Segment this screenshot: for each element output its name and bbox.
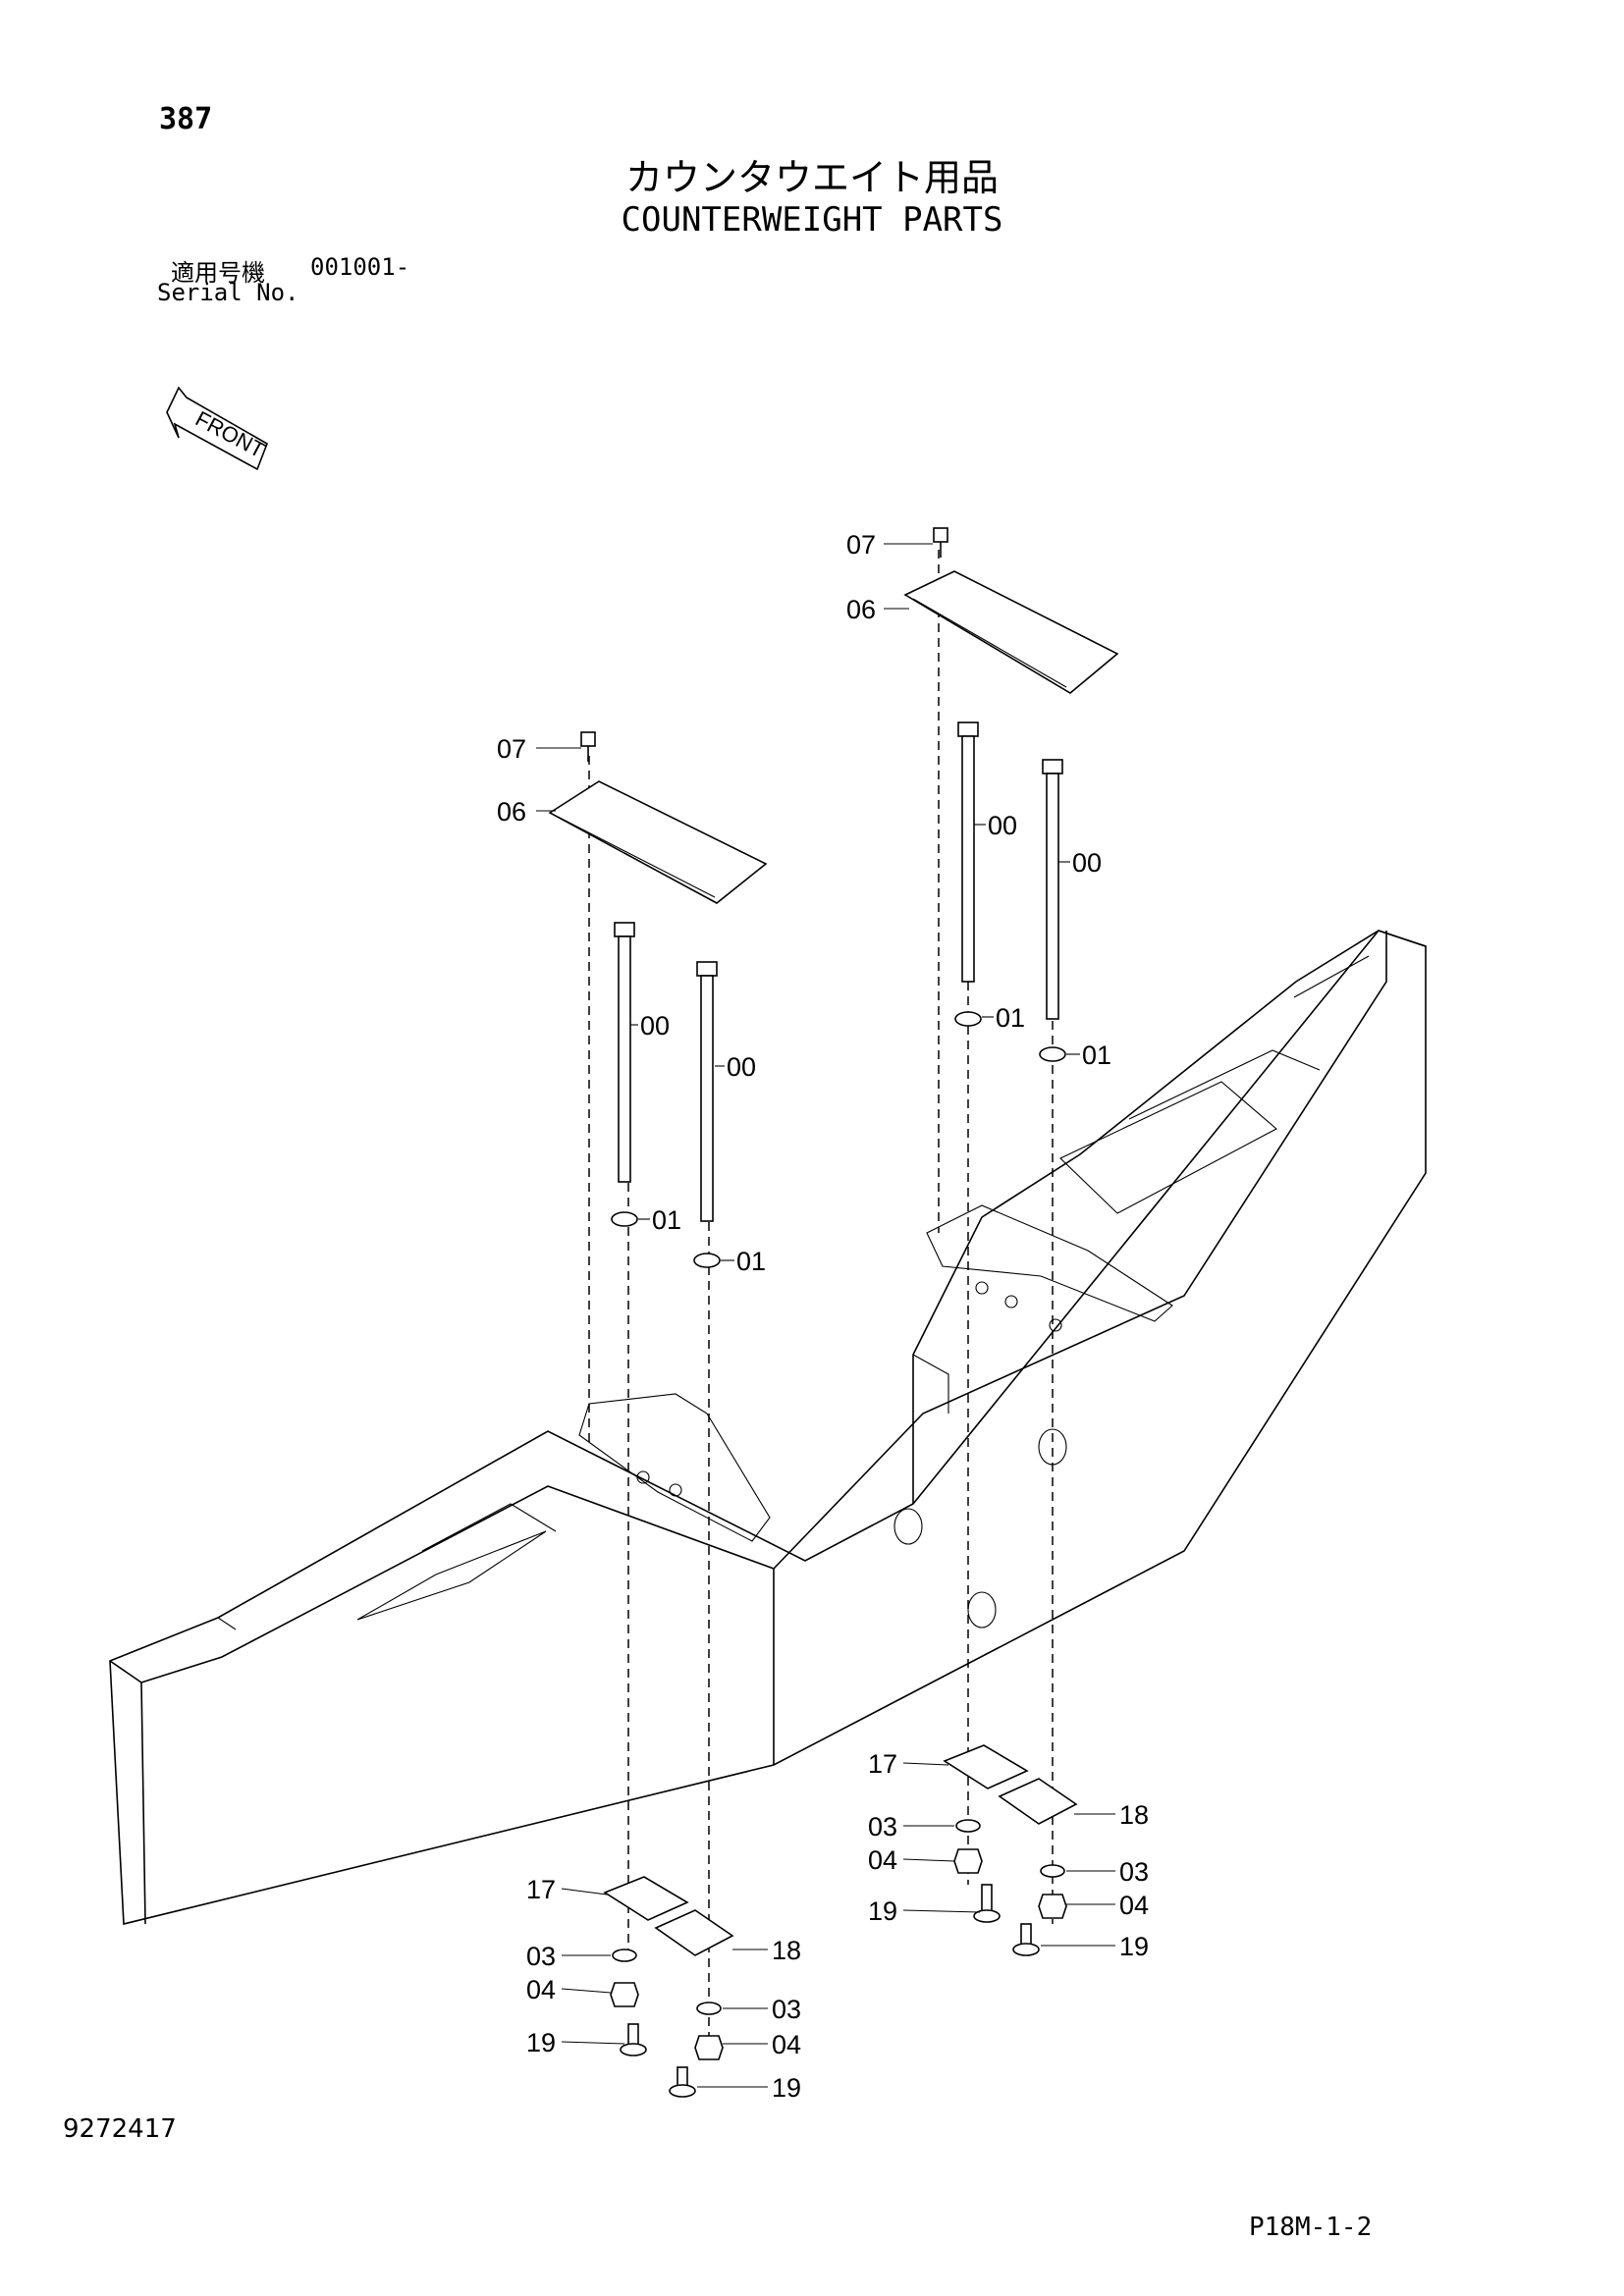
callout-00-b: 00: [727, 1052, 756, 1082]
callout-04-right-b: 04: [1119, 1891, 1149, 1920]
callout-19-left-a: 19: [526, 2028, 556, 2057]
callout-19-right-a: 19: [868, 1896, 897, 1926]
callout-03-left-a: 03: [526, 1942, 556, 1971]
callout-01-d: 01: [1082, 1041, 1111, 1070]
long-bolts: [614, 721, 1063, 1222]
callout-07-left: 07: [497, 734, 526, 764]
callout-01-c: 01: [996, 1003, 1025, 1033]
serial-label-english: Serial No.: [157, 279, 299, 306]
callout-04-left-a: 04: [526, 1975, 556, 2004]
washers-01: [611, 1011, 1066, 1268]
page-number: 387: [159, 102, 213, 136]
left-cover-plate: [548, 731, 768, 904]
front-arrow-icon: FRONT: [166, 386, 269, 471]
callout-00-d: 00: [1072, 848, 1102, 878]
callout-01-b: 01: [736, 1247, 766, 1276]
title-english: COUNTERWEIGHT PARTS: [621, 200, 1003, 240]
callout-19-right-b: 19: [1119, 1932, 1149, 1961]
callout-18-right: 18: [1119, 1800, 1149, 1830]
callout-01-a: 01: [652, 1205, 681, 1235]
callout-06-left: 06: [497, 797, 526, 827]
callout-19-left-b: 19: [772, 2073, 801, 2103]
right-cover-plate: [903, 527, 1119, 694]
serial-number-value: 001001-: [310, 253, 410, 281]
lower-left-hardware: [603, 1876, 734, 2098]
callout-03-right-a: 03: [868, 1812, 897, 1842]
callout-03-right-b: 03: [1119, 1857, 1149, 1887]
lower-right-hardware: [943, 1744, 1078, 1956]
callout-00-c: 00: [988, 811, 1017, 840]
title-japanese: カウンタウエイト用品: [624, 156, 999, 199]
callout-00-a: 00: [640, 1011, 670, 1041]
drawing-number: 9272417: [63, 2114, 177, 2144]
sheet-code: P18M-1-2: [1249, 2213, 1373, 2242]
callout-04-left-b: 04: [772, 2030, 801, 2059]
callout-17-left: 17: [526, 1875, 556, 1904]
callout-03-left-b: 03: [772, 1995, 801, 2024]
serial-label-japanese: 適用号機: [171, 259, 265, 287]
callout-04-right-a: 04: [868, 1845, 897, 1875]
callout-labels: 07 06 07 06 00 00 00 00 01 01 01 01 17 1…: [497, 530, 1149, 2103]
callout-17-right: 17: [868, 1749, 897, 1779]
assembly-centerlines: [588, 550, 1054, 2042]
callout-18-left: 18: [772, 1936, 801, 1965]
callout-leaders: [536, 543, 1115, 2088]
callout-06-right: 06: [846, 595, 876, 624]
callout-07-right: 07: [846, 530, 876, 560]
counterweight-body: [109, 930, 1427, 1926]
